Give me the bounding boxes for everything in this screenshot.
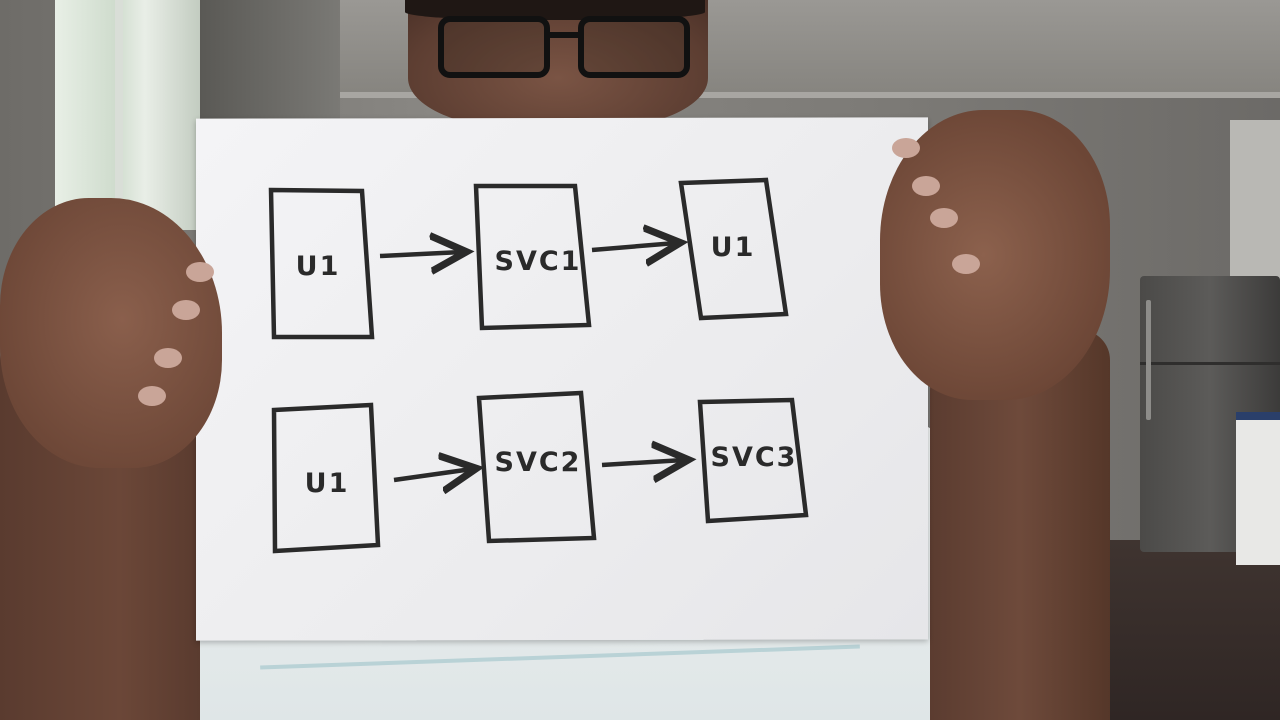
eyeglasses [430,14,695,84]
fingernail [154,348,182,368]
eyeglasses-right-lens [578,16,690,78]
cabinet [1236,420,1280,565]
eyeglasses-bridge [548,32,580,38]
fingernail [138,386,166,406]
wall-shelf [1230,120,1280,280]
fingernail [186,262,214,282]
person-right-hand [880,110,1110,400]
refrigerator-door-seam [1140,362,1280,365]
window-frame [115,0,123,230]
person-hair [405,0,705,20]
window-shade [200,0,340,120]
person-left-hand [0,198,222,468]
fingernail [952,254,980,274]
refrigerator-handle [1146,300,1151,420]
ceiling-edge [330,92,1280,98]
paper-sheet [196,117,928,641]
window [55,0,205,230]
fingernail [892,138,920,158]
eyeglasses-left-lens [438,16,550,78]
fingernail [912,176,940,196]
fingernail [172,300,200,320]
fingernail [930,208,958,228]
